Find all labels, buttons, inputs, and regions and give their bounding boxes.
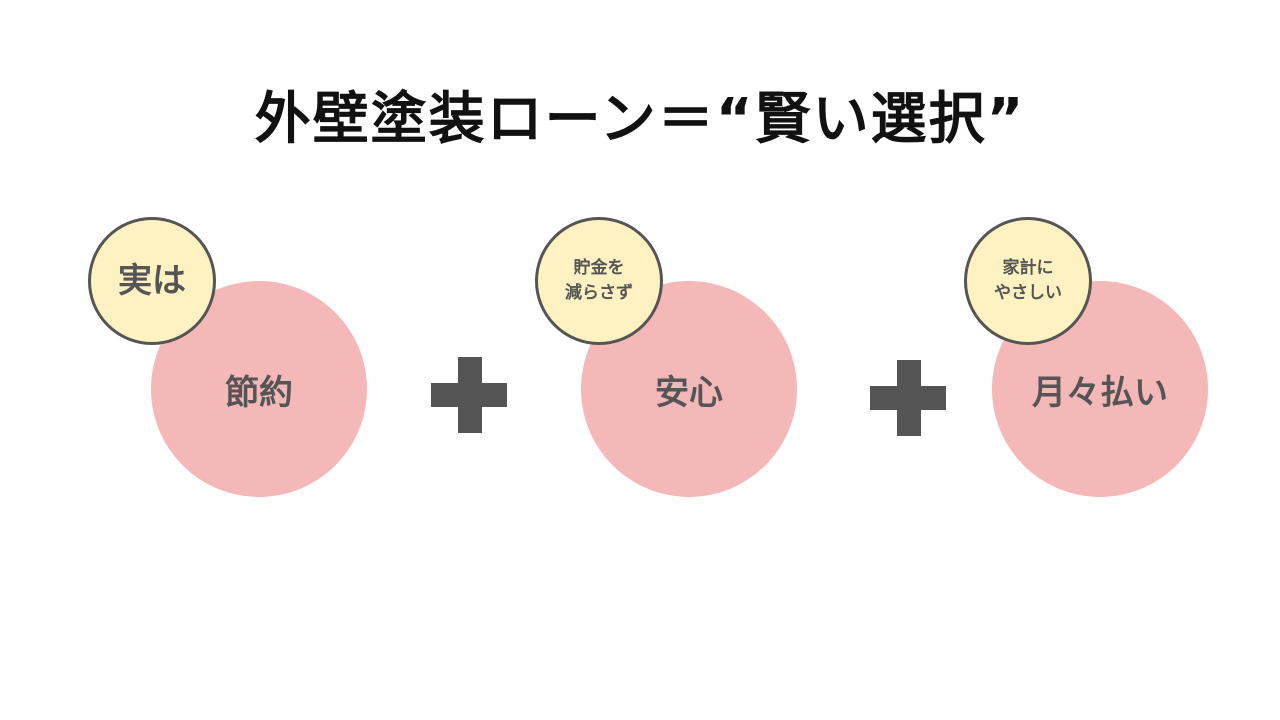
badge-text: やさしい	[994, 283, 1062, 303]
benefit-label: 節約	[225, 372, 293, 413]
badge-circle: 実は	[88, 217, 216, 345]
badge-circle: 貯金を減らさず	[535, 217, 663, 345]
plus-icon	[431, 357, 507, 433]
page-title: 外壁塗装ローン＝“賢い選択”	[254, 87, 1026, 152]
benefit-label: 月々払い	[1032, 372, 1168, 413]
benefit-label: 安心	[655, 372, 723, 413]
badge-text: 減らさず	[565, 283, 633, 303]
badge-circle: 家計にやさしい	[964, 217, 1092, 345]
badge-text: 貯金を	[573, 257, 625, 278]
badge-text: 実は	[118, 260, 186, 301]
plus-icon	[870, 360, 946, 436]
badge-text: 家計に	[1002, 257, 1054, 278]
